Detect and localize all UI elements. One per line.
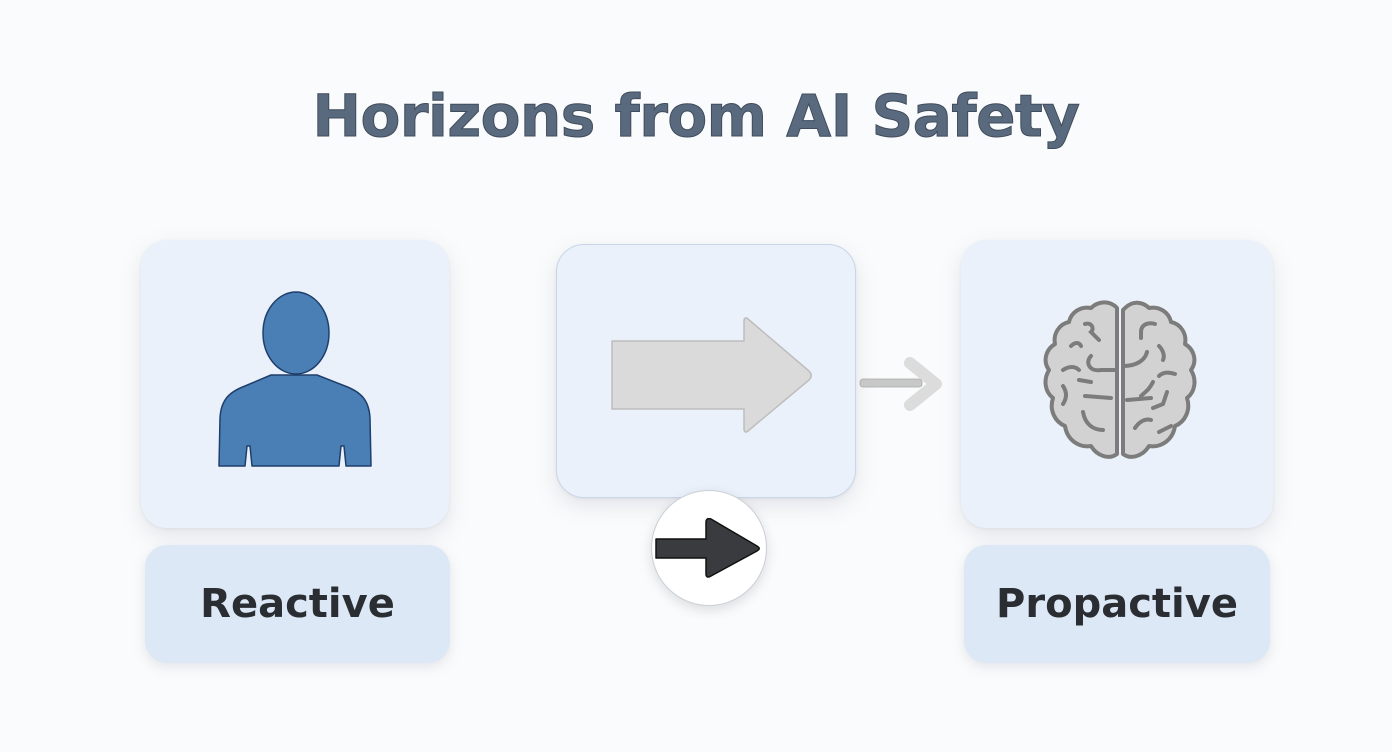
dark-arrow-right-icon: [654, 518, 764, 578]
reactive-label-text: Reactive: [200, 581, 395, 627]
proactive-label-text: Propactive: [996, 581, 1238, 627]
reactive-label: Reactive: [145, 545, 450, 663]
proactive-card: [961, 240, 1273, 528]
transition-card: [556, 244, 856, 498]
brain-icon: [1041, 300, 1199, 464]
proactive-label: Propactive: [964, 545, 1270, 663]
page-title: Horizons from AI Safety: [312, 82, 1080, 151]
reactive-card: [141, 240, 449, 528]
person-icon: [215, 290, 375, 470]
arrow-right-icon: [609, 317, 815, 435]
thin-arrow-right-icon: [858, 357, 944, 413]
dark-arrow-circle: [651, 490, 767, 606]
